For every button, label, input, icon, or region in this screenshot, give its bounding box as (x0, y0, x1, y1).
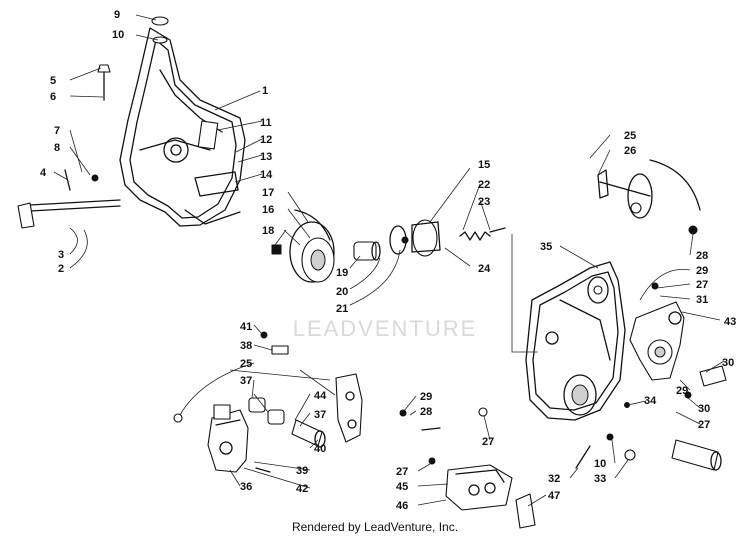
callout-31: 31 (696, 294, 708, 306)
callout-35: 35 (540, 241, 552, 253)
cap-screw-45 (428, 457, 436, 465)
spacer-19 (353, 241, 381, 261)
callout-25-lower: 25 (240, 358, 252, 370)
callout-16: 16 (262, 204, 274, 216)
cap-screw-5 (97, 64, 111, 101)
callout-9: 9 (114, 9, 120, 21)
callout-43: 43 (724, 316, 736, 328)
callout-22: 22 (478, 179, 490, 191)
callout-28-right: 28 (696, 250, 708, 262)
chain-tensioner-15 (389, 219, 441, 257)
callout-3: 3 (58, 249, 64, 261)
bolt-18 (271, 244, 282, 255)
callout-27-center: 27 (482, 436, 494, 448)
chaincase-cover (119, 27, 246, 227)
callout-15: 15 (478, 159, 490, 171)
callout-24: 24 (478, 263, 491, 275)
callout-27-mid-right: 27 (698, 419, 710, 431)
callout-19: 19 (336, 267, 348, 279)
callout-8: 8 (54, 142, 60, 154)
callout-41: 41 (240, 321, 252, 333)
callout-33: 33 (594, 473, 606, 485)
spring-23 (459, 227, 506, 241)
shift-rod (17, 169, 121, 229)
caliper-piston-40 (291, 419, 326, 448)
master-cylinder-46 (445, 464, 513, 511)
lever-47 (515, 493, 536, 529)
callout-7-top: 7 (54, 125, 60, 137)
callout-21: 21 (336, 303, 348, 315)
callout-17: 17 (262, 187, 274, 199)
callout-13: 13 (260, 151, 272, 163)
callout-28-lower: 28 (420, 406, 432, 418)
callout-30-lower: 30 (698, 403, 710, 415)
callout-25-top: 25 (624, 130, 636, 142)
callout-26: 26 (624, 145, 636, 157)
brake-pads-25 (248, 397, 285, 425)
callout-18: 18 (262, 225, 274, 237)
callout-32: 32 (548, 473, 560, 485)
sprocket-16 (301, 237, 335, 283)
brake-arm-43 (629, 301, 685, 381)
callout-6: 6 (50, 91, 56, 103)
bearing-retainer-17 (289, 209, 335, 283)
callout-46: 46 (396, 500, 408, 512)
callout-30-upper: 30 (722, 357, 734, 369)
caliper-bracket-44 (335, 373, 363, 443)
housing-fasteners (478, 282, 692, 469)
callout-29-right: 29 (696, 265, 708, 277)
callout-10: 10 (112, 29, 124, 41)
washer-9 (151, 16, 169, 44)
callout-38: 38 (240, 340, 252, 352)
caliper-bolts (173, 331, 441, 473)
callout-labels: 9 10 5 6 1 11 12 13 14 7 8 4 3 2 17 16 1… (40, 9, 736, 512)
callout-4: 4 (40, 167, 47, 179)
callout-29-mid: 29 (676, 385, 688, 397)
callout-10-lower: 10 (594, 458, 606, 470)
chaincase-housing (525, 261, 626, 421)
callout-42: 42 (296, 483, 308, 495)
callout-45: 45 (396, 481, 408, 493)
callout-29-lower: 29 (420, 391, 432, 403)
leader-lines (53, 14, 725, 507)
brake-caliper-36 (207, 404, 249, 473)
callout-27-right: 27 (696, 279, 708, 291)
callout-2: 2 (58, 263, 64, 275)
callout-44: 44 (314, 390, 327, 402)
callout-1: 1 (262, 85, 268, 97)
callout-23: 23 (478, 196, 490, 208)
callout-12: 12 (260, 134, 272, 146)
brake-cable-ends (671, 365, 727, 471)
callout-20: 20 (336, 286, 348, 298)
callout-37-right: 37 (314, 409, 326, 421)
callout-40: 40 (314, 443, 326, 455)
brake-bracket (597, 159, 701, 219)
callout-37-left: 37 (240, 375, 252, 387)
callout-36: 36 (240, 481, 252, 493)
callout-27-bottom: 27 (396, 466, 408, 478)
callout-47: 47 (548, 490, 560, 502)
callout-14: 14 (260, 169, 273, 181)
callout-11: 11 (260, 117, 272, 129)
callout-39-left: 39 (296, 465, 308, 477)
credit-line: Rendered by LeadVenture, Inc. (291, 520, 459, 534)
callout-34: 34 (644, 395, 657, 407)
callout-5: 5 (50, 75, 56, 87)
lever-bolt-28 (688, 225, 698, 235)
